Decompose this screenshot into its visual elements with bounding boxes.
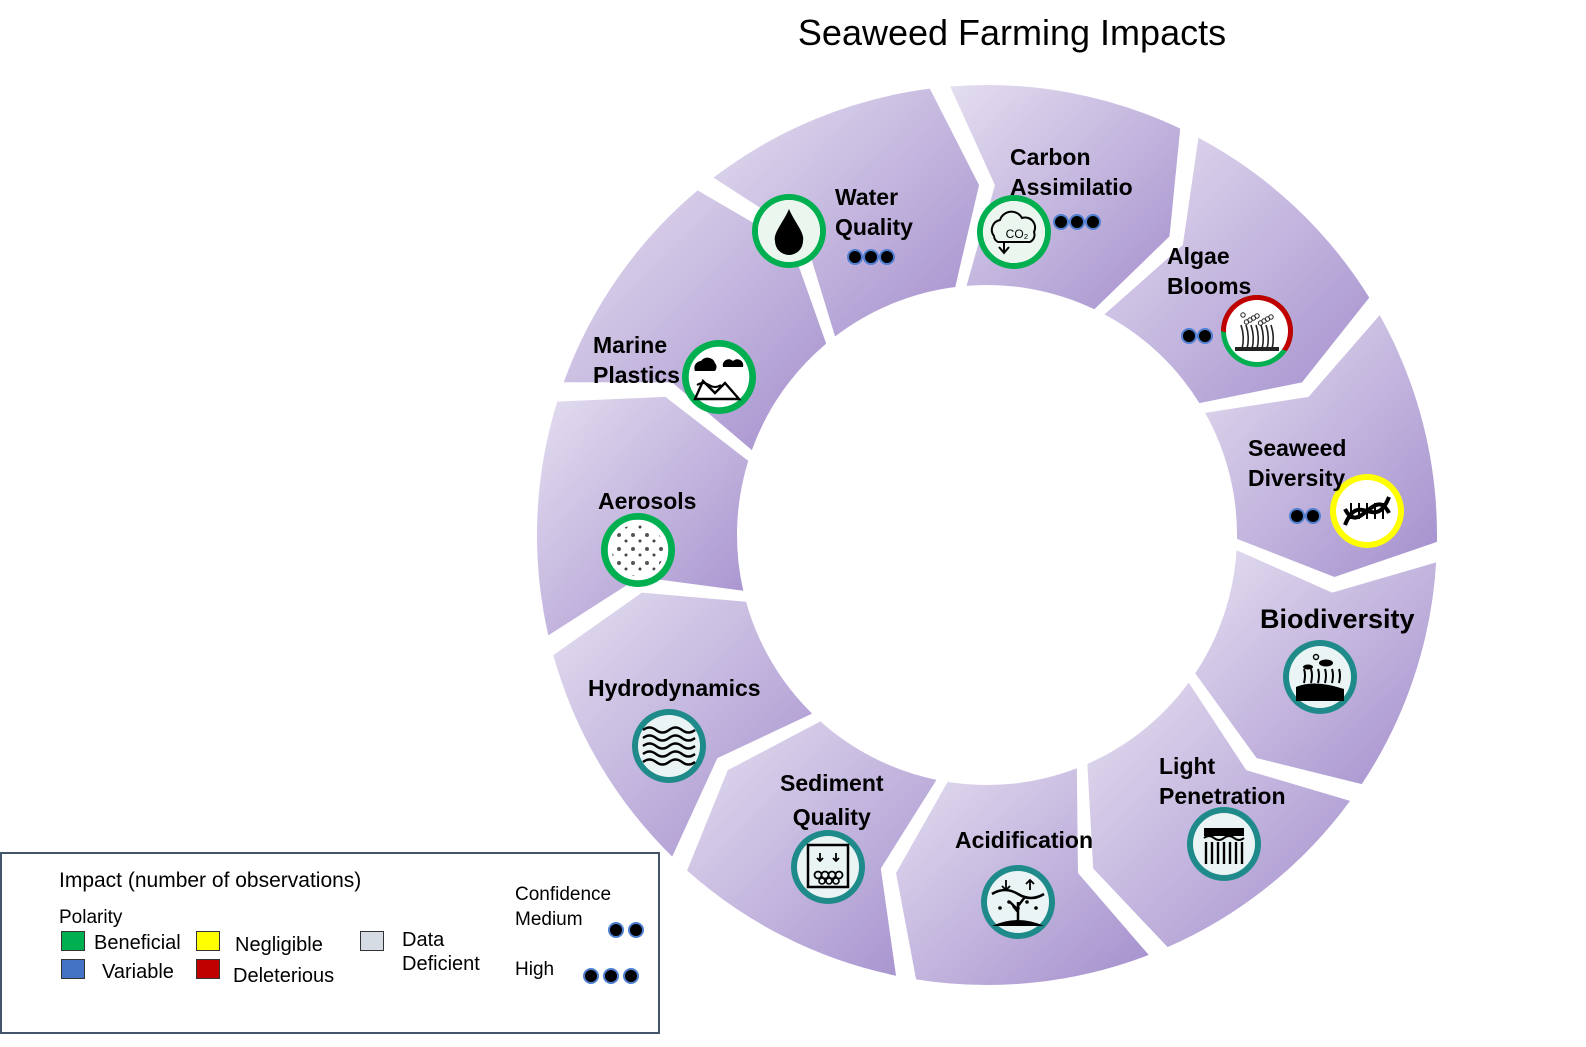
legend-swatch-variable bbox=[61, 959, 85, 979]
wheel-segment-algae bbox=[1104, 137, 1370, 404]
confidence-dot bbox=[879, 249, 895, 265]
segment-label-acidification: Acidification bbox=[955, 827, 1094, 853]
confidence-dot bbox=[1181, 328, 1197, 344]
waves-icon bbox=[632, 709, 706, 783]
page-title: Seaweed Farming Impacts bbox=[797, 12, 1227, 53]
confidence-dot bbox=[623, 968, 639, 984]
algae-bloom-icon bbox=[1221, 295, 1294, 367]
legend-label-negligible: Negligible bbox=[235, 934, 323, 956]
legend-confidence-label: Confidence bbox=[515, 884, 612, 905]
svg-text:CO₂: CO₂ bbox=[1006, 227, 1029, 241]
legend-box: Impact (number of observations) Polarity… bbox=[0, 852, 660, 1034]
acidification-icon bbox=[981, 865, 1055, 939]
confidence-dots-algae bbox=[1181, 328, 1213, 344]
wheel-segment-water bbox=[713, 88, 980, 337]
sediment-icon bbox=[791, 830, 865, 904]
segment-label-hydrodynamics: Hydrodynamics bbox=[588, 675, 761, 701]
confidence-dot bbox=[863, 249, 879, 265]
confidence-dot bbox=[603, 968, 619, 984]
confidence-dot bbox=[608, 922, 624, 938]
wheel-segment-plastics bbox=[563, 190, 827, 451]
legend-high-dots bbox=[583, 968, 639, 984]
confidence-dot bbox=[1305, 508, 1321, 524]
confidence-dot bbox=[628, 922, 644, 938]
co2-cloud-icon: CO₂ bbox=[977, 195, 1051, 269]
legend-swatch-negligible bbox=[196, 931, 220, 951]
confidence-dot bbox=[1053, 214, 1069, 230]
biodiversity-icon bbox=[1283, 640, 1357, 714]
aerosol-particles-icon bbox=[601, 513, 675, 587]
legend-label-variable: Variable bbox=[102, 961, 174, 983]
segment-label-biodiversity: Biodiversity bbox=[1260, 604, 1415, 634]
legend-swatch-data-deficient bbox=[360, 931, 384, 951]
legend-label-deleterious: Deleterious bbox=[233, 965, 335, 987]
segment-label-aerosols: Aerosols bbox=[598, 488, 697, 514]
light-penetration-icon bbox=[1187, 807, 1261, 881]
marine-plastics-icon bbox=[682, 340, 756, 414]
legend-polarity-label: Polarity bbox=[59, 907, 123, 928]
water-drop-icon bbox=[752, 194, 826, 268]
confidence-dot bbox=[583, 968, 599, 984]
confidence-dots-water bbox=[847, 249, 895, 265]
confidence-dot bbox=[1289, 508, 1305, 524]
confidence-dot bbox=[1085, 214, 1101, 230]
confidence-dot bbox=[1197, 328, 1213, 344]
confidence-dots-carbon bbox=[1053, 214, 1101, 230]
dna-icon bbox=[1330, 474, 1404, 548]
confidence-dots-seaweed-diversity bbox=[1289, 508, 1321, 524]
legend-medium-label: Medium bbox=[515, 909, 583, 930]
legend-medium-dots bbox=[608, 922, 644, 938]
legend-title: Impact (number of observations) bbox=[59, 869, 362, 892]
legend-label-beneficial: Beneficial bbox=[94, 932, 181, 954]
confidence-dot bbox=[847, 249, 863, 265]
legend-swatch-beneficial bbox=[61, 931, 85, 951]
legend-high-label: High bbox=[515, 959, 555, 980]
legend-swatch-deleterious bbox=[196, 959, 220, 979]
confidence-dot bbox=[1069, 214, 1085, 230]
